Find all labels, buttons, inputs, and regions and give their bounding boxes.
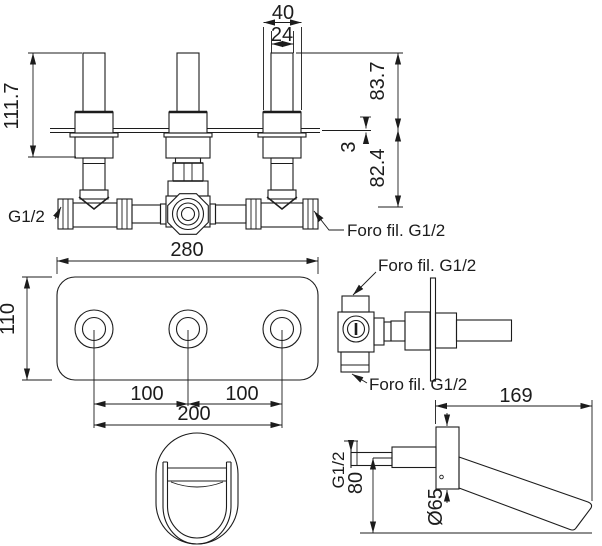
pipe-joint-right <box>209 203 217 225</box>
handle-stem-right <box>270 52 294 113</box>
dim-above-plate: 83.7 <box>367 62 389 101</box>
ext-lines-80 <box>360 457 592 534</box>
collar-behind-plate <box>404 311 431 351</box>
leader-thread-right <box>313 210 344 231</box>
thread-lines-left <box>62 199 128 229</box>
collar-left <box>74 111 114 134</box>
pipe-right <box>214 204 247 224</box>
pipe-left <box>131 204 162 224</box>
pipe-joint-left <box>159 203 167 225</box>
leader-thread-left <box>53 206 62 220</box>
tee-body-left <box>72 202 118 228</box>
dim-hole-spacing-total: 200 <box>177 403 210 425</box>
flange-left <box>69 132 119 138</box>
valve-neck-right <box>270 157 294 191</box>
port-top <box>341 295 370 313</box>
valve-neck-left <box>82 157 106 191</box>
stirrup-crossbar <box>167 467 227 482</box>
view-wall-plate: 280 110 100 100 200 <box>0 239 319 429</box>
step-large <box>373 317 385 346</box>
stirrup-outer <box>162 462 232 545</box>
view-spout-side: 169 Ø65 G1/2 80 <box>329 385 593 534</box>
cartridge-outer <box>342 315 370 343</box>
wall-plate-outline <box>56 276 319 381</box>
dim-hole-spacing-left: 100 <box>130 383 163 405</box>
collar-right <box>262 111 302 134</box>
wall-plate-edge-side <box>429 277 437 382</box>
tee-cap-left-inner <box>116 198 133 230</box>
spout-body <box>458 456 593 531</box>
cartridge-inner <box>346 319 366 339</box>
label-thread-left: G1/2 <box>8 207 45 226</box>
mixer-boss <box>167 193 209 235</box>
stirrup-inner <box>166 462 228 539</box>
cone-right <box>267 189 297 200</box>
spout-flange <box>435 426 460 490</box>
mixer-ring-inner <box>180 206 196 222</box>
tee-body-right <box>260 202 304 228</box>
dim-spout-length: 169 <box>499 385 532 407</box>
flange-middle <box>163 132 213 138</box>
view-handle-front <box>155 432 239 545</box>
lower-collar-left <box>74 136 114 159</box>
mixer-nut <box>172 162 204 182</box>
port-bottom <box>340 351 370 373</box>
ext-lines-40-24 <box>263 27 302 110</box>
dim-plate-thickness: 3 <box>338 141 360 152</box>
mixer-nut-edges <box>173 162 203 182</box>
mixer-ring-outer <box>171 197 205 231</box>
dim-flange-diameter: Ø65 <box>425 488 447 526</box>
flange-right <box>257 132 307 138</box>
thread-lines-right <box>250 199 314 229</box>
ext-lines-right <box>296 52 403 208</box>
mixer-ring-middle <box>176 202 200 226</box>
tee-cap-left-outer <box>57 198 74 230</box>
ext-lines-110 <box>22 276 52 381</box>
dim-handle-width: 40 <box>272 2 294 24</box>
view-valve-front: 40 24 111.7 83.7 82.4 3 G1/2 Foro fil. G… <box>1 2 445 240</box>
dim-hole-spacing-right: 100 <box>225 383 258 405</box>
leader-thread-top <box>352 271 377 296</box>
chevron-right <box>266 196 298 210</box>
step-small <box>383 321 392 342</box>
lower-collar-right <box>262 136 302 159</box>
side-pipe <box>390 320 406 342</box>
dim-behind-plate: 82.4 <box>367 149 389 188</box>
dim-total-height: 111.7 <box>1 82 23 129</box>
hole-center-lines <box>93 330 283 428</box>
crossbar-arc <box>170 481 224 488</box>
tee-cap-right-inner <box>245 198 262 230</box>
cone-left <box>79 189 109 200</box>
handle-stem-left <box>82 52 106 113</box>
tee-cap-right-outer <box>302 198 319 230</box>
wall-plate-edge <box>50 127 320 134</box>
handle-stem-side <box>455 319 513 342</box>
mixer-nut-facets <box>183 163 193 181</box>
collar-front-plate <box>434 312 458 349</box>
label-spout-thread: G1/2 <box>329 452 348 489</box>
ext-lines-111 <box>28 52 82 158</box>
flange-screw <box>439 474 444 480</box>
dim-spout-drop: 80 <box>345 472 367 494</box>
leader-thread-bottom <box>351 373 368 384</box>
inlet-pipe <box>391 446 437 469</box>
dim-stem-width: 24 <box>271 24 293 46</box>
label-thread-right: Foro fil. G1/2 <box>347 221 445 240</box>
view-valve-side: Foro fil. G1/2 Foro fil. G1/2 <box>337 256 513 394</box>
label-thread-bottom: Foro fil. G1/2 <box>369 375 467 394</box>
lower-collar-middle <box>165 136 211 159</box>
label-thread-top: Foro fil. G1/2 <box>378 256 476 275</box>
dim-plate-width: 280 <box>170 239 203 261</box>
dim-plate-height: 110 <box>0 303 19 335</box>
chevron-left <box>78 196 110 210</box>
collar-middle <box>168 111 208 134</box>
handle-stem-middle <box>176 52 200 113</box>
